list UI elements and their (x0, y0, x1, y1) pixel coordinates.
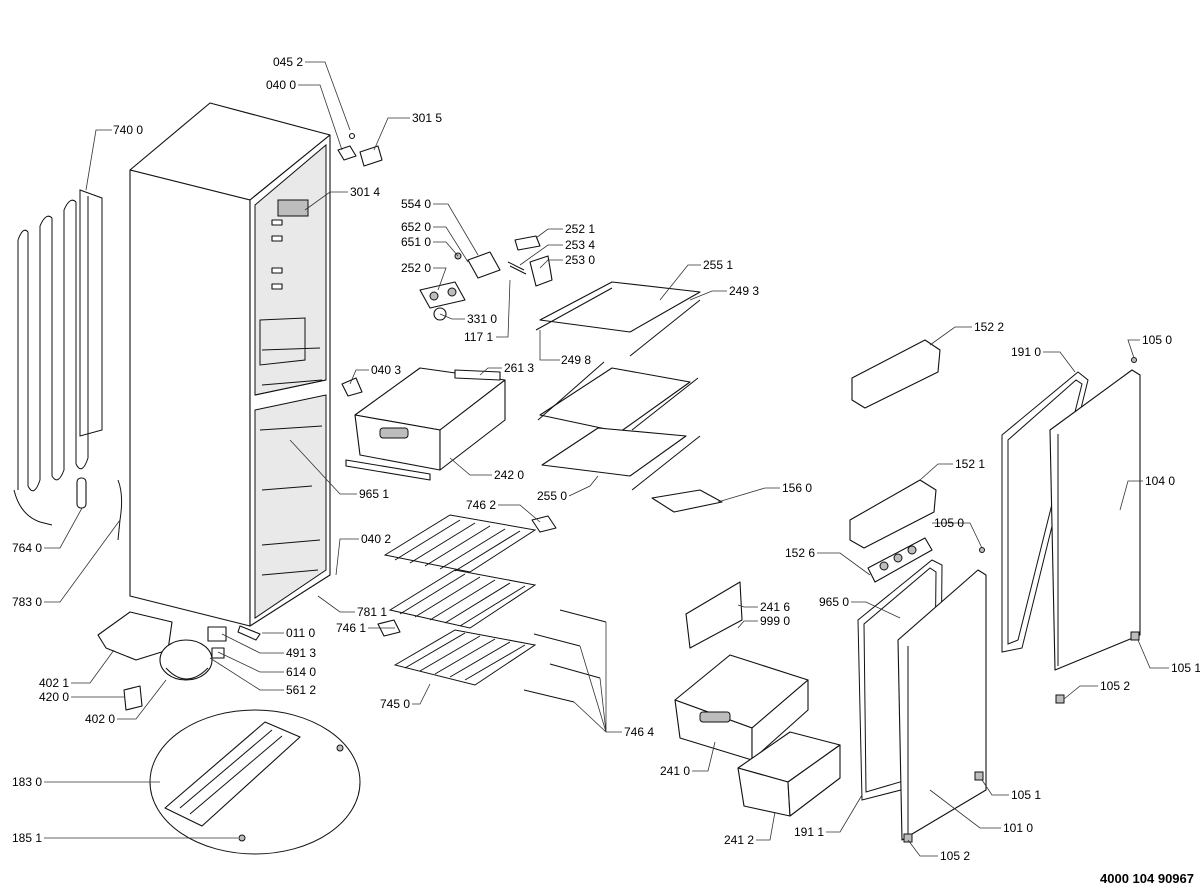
part-label-2412: 241 2 (724, 833, 755, 847)
part-label-1521: 152 1 (955, 457, 986, 471)
egg-tray-part (651, 489, 723, 513)
part-label-0400: 040 0 (266, 78, 297, 92)
part-label-1851: 185 1 (12, 831, 43, 845)
part-label-1911: 191 1 (794, 825, 825, 839)
part-label-2551: 255 1 (703, 258, 734, 272)
part-label-2530: 253 0 (565, 253, 596, 267)
part-label-0452: 045 2 (273, 55, 304, 69)
part-label-6140: 614 0 (286, 665, 317, 679)
fridge-door-part (1049, 369, 1141, 671)
part-label-1050a: 105 0 (1142, 333, 1173, 347)
base-plate-part (149, 709, 361, 855)
part-label-1052b: 105 2 (940, 849, 971, 863)
part-label-5540: 554 0 (401, 197, 432, 211)
part-label-1040: 104 0 (1145, 474, 1176, 488)
freezer-door-part (897, 569, 987, 841)
part-label-1830: 183 0 (12, 775, 43, 789)
top-hinge-part (337, 132, 383, 167)
chiller-drawer-part (341, 367, 506, 481)
thermostat-assembly-part (419, 235, 553, 321)
part-label-7464: 746 4 (624, 725, 655, 739)
part-label-6510: 651 0 (401, 235, 432, 249)
part-label-9650: 965 0 (819, 595, 850, 609)
part-label-3015: 301 5 (412, 111, 443, 125)
part-label-2520: 252 0 (401, 261, 432, 275)
part-label-6520: 652 0 (401, 220, 432, 234)
part-label-0402: 040 2 (361, 532, 392, 546)
part-label-7640: 764 0 (12, 541, 43, 555)
part-label-1052a: 105 2 (1100, 679, 1131, 693)
freezer-bottom-drawer-part (737, 731, 841, 817)
freezer-drawer-part (674, 654, 809, 761)
part-label-1051a: 105 1 (1171, 661, 1200, 675)
part-label-2410: 241 0 (660, 764, 691, 778)
part-label-7830: 783 0 (12, 595, 43, 609)
part-label-0110: 011 0 (286, 626, 316, 640)
part-label-1010: 101 0 (1003, 821, 1034, 835)
part-label-0403: 040 3 (371, 363, 402, 377)
part-label-7461: 746 1 (336, 621, 367, 635)
part-label-7450: 745 0 (380, 697, 411, 711)
part-label-5612: 561 2 (286, 683, 317, 697)
part-label-1522: 152 2 (974, 320, 1005, 334)
part-label-2613: 261 3 (504, 361, 535, 375)
door-bin-middle-part (849, 479, 937, 549)
part-label-7400: 740 0 (113, 123, 144, 137)
part-label-9990: 999 0 (760, 614, 791, 628)
part-label-4913: 491 3 (286, 646, 317, 660)
door-hinge-part (903, 357, 1140, 843)
part-label-2493: 249 3 (729, 284, 760, 298)
part-label-4020: 402 0 (85, 712, 116, 726)
part-label-2534: 253 4 (565, 238, 596, 252)
part-label-2550: 255 0 (537, 489, 568, 503)
part-label-2521: 252 1 (565, 222, 596, 236)
glass-shelf-upper-part (535, 281, 701, 491)
part-label-2416: 241 6 (760, 600, 791, 614)
part-label-4021: 402 1 (39, 676, 70, 690)
leader-lines (44, 61, 1169, 857)
egg-rack-part (867, 537, 933, 583)
compressor-part (97, 611, 227, 711)
wire-shelf-part (377, 514, 557, 686)
part-label-3014: 301 4 (350, 185, 381, 199)
part-label-2498: 249 8 (561, 353, 592, 367)
door-bin-upper-part (851, 339, 941, 409)
condenser-part (13, 189, 103, 526)
part-label-1526: 152 6 (785, 546, 816, 560)
document-number: 4000 104 90967 (1100, 871, 1194, 886)
part-label-1171: 117 1 (464, 330, 494, 344)
part-label-3310: 331 0 (467, 312, 498, 326)
part-label-1910: 191 0 (1011, 345, 1042, 359)
part-label-1560: 156 0 (782, 481, 813, 495)
part-label-2420: 242 0 (494, 468, 525, 482)
part-label-1050b: 105 0 (934, 516, 965, 530)
part-label-1051b: 105 1 (1011, 788, 1042, 802)
part-label-7462: 746 2 (466, 498, 497, 512)
part-label-7811: 781 1 (357, 605, 388, 619)
capillary-tube-part (117, 479, 123, 541)
part-label-9651a: 965 1 (359, 487, 390, 501)
drain-tube-part (76, 477, 87, 509)
part-label-4200: 420 0 (39, 690, 70, 704)
shelf-rail-part (523, 609, 607, 703)
cabinet-part (129, 102, 331, 641)
freezer-flap-part (685, 581, 743, 649)
